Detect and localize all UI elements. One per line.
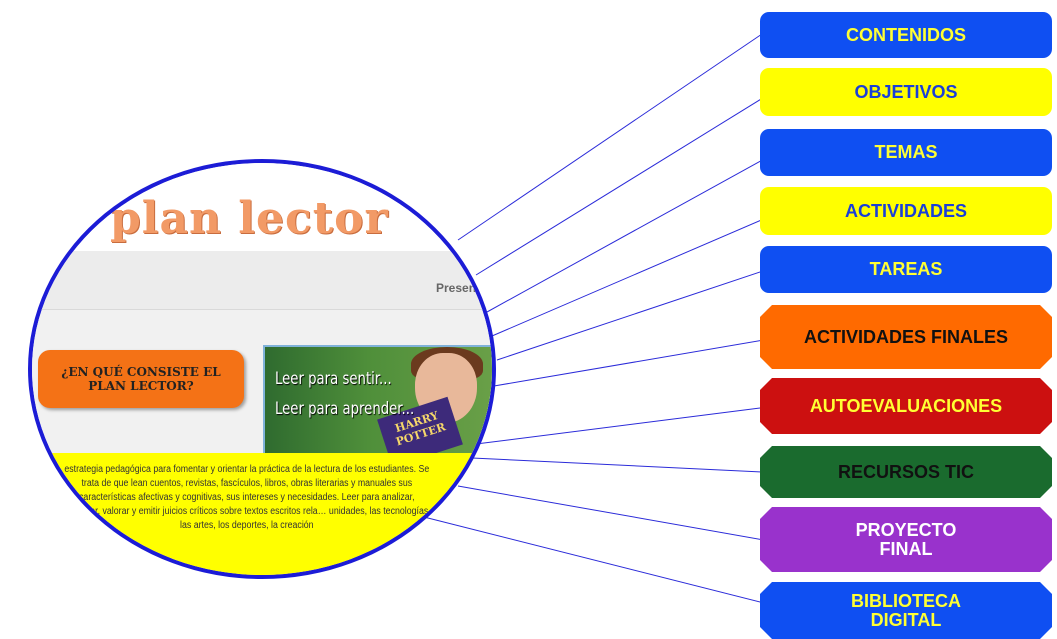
tareas-button[interactable]: TAREAS xyxy=(760,246,1052,293)
banner-line-1: Leer para sentir... xyxy=(275,369,392,389)
connector-line xyxy=(496,269,767,361)
objetivos-button[interactable]: OBJETIVOS xyxy=(760,68,1052,116)
connector-line xyxy=(491,217,767,337)
recursos-tic-button[interactable]: RECURSOS TIC xyxy=(760,446,1052,498)
magnifier-lens: plan lector Presen ¿EN QUÉ CONSISTE EL P… xyxy=(28,159,496,579)
connector-line xyxy=(493,339,765,387)
description-text: estrategia pedagógica para fomentar y or… xyxy=(62,464,431,531)
question-button[interactable]: ¿EN QUÉ CONSISTE EL PLAN LECTOR? xyxy=(38,350,244,408)
actividades-button[interactable]: ACTIVIDADES xyxy=(760,187,1052,235)
description-band xyxy=(32,453,492,575)
temas-button[interactable]: TEMAS xyxy=(760,129,1052,176)
connector-line xyxy=(471,457,763,473)
plan-lector-logo: plan lector xyxy=(110,193,389,244)
connector-line xyxy=(457,485,765,541)
actividades-finales-button[interactable]: ACTIVIDADES FINALES xyxy=(760,305,1052,369)
proyecto-final-button[interactable]: PROYECTO FINAL xyxy=(760,507,1052,572)
autoevaluaciones-button[interactable]: AUTOEVALUACIONES xyxy=(760,378,1052,434)
connector-line xyxy=(475,95,767,276)
contenidos-button[interactable]: CONTENIDOS xyxy=(760,12,1052,58)
reading-banner: HARRY POTTER Leer para sentir... Leer pa… xyxy=(263,345,492,459)
nav-partial-label[interactable]: Presen xyxy=(436,281,477,295)
connector-line xyxy=(457,33,763,241)
connector-line xyxy=(475,407,761,445)
biblioteca-digital-button[interactable]: BIBLIOTECA DIGITAL xyxy=(760,582,1052,639)
lens-header-area xyxy=(32,163,492,251)
connector-line xyxy=(486,157,767,313)
nav-band xyxy=(32,251,492,310)
banner-line-2: Leer para aprender... xyxy=(275,399,415,419)
